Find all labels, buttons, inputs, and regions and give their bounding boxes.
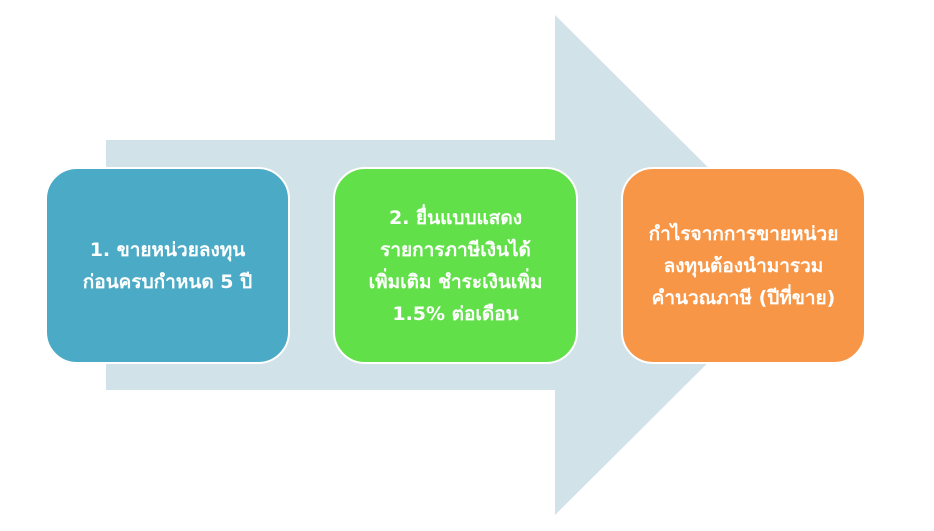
step-2-line: รายการภาษีเงินได้ <box>380 238 531 261</box>
step-1-box: 1. ขายหน่วยลงทุน ก่อนครบกำหนด 5 ปี <box>45 167 290 364</box>
step-2-line: เพิ่มเติม ชำระเงินเพิ่ม <box>368 270 543 293</box>
step-1-line: ก่อนครบกำหนด 5 ปี <box>82 270 253 293</box>
step-2-line: 1.5% ต่อเดือน <box>392 302 519 325</box>
step-2-line: 2. ยื่นแบบแสดง <box>388 206 522 229</box>
step-2-box: 2. ยื่นแบบแสดง รายการภาษีเงินได้ เพิ่มเต… <box>333 167 578 364</box>
step-1-line: 1. ขายหน่วยลงทุน <box>89 238 246 261</box>
result-line: คำนวณภาษี (ปีที่ขาย) <box>651 286 836 309</box>
result-line: กำไรจากการขายหน่วย <box>648 222 839 245</box>
result-line: ลงทุนต้องนำมารวม <box>663 254 824 277</box>
result-box: กำไรจากการขายหน่วย ลงทุนต้องนำมารวม คำนว… <box>621 167 866 364</box>
